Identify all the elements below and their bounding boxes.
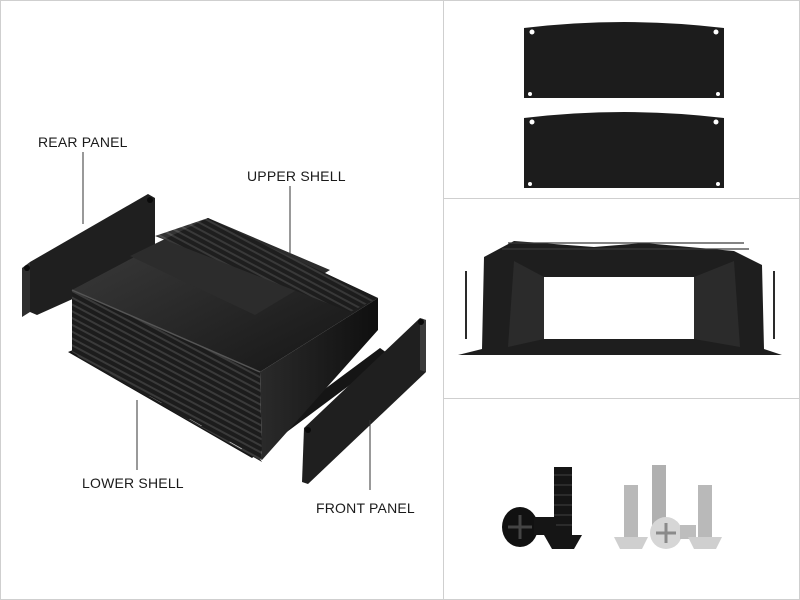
steel-screw-right (688, 485, 722, 549)
steel-screw-tall (652, 465, 666, 529)
end-panels-view (444, 0, 800, 198)
screws-view (444, 399, 800, 600)
profile-view (444, 199, 800, 398)
panel-divider-bottom (443, 398, 800, 399)
steel-screw-left (614, 485, 648, 549)
black-screw-long (544, 467, 582, 549)
rear-panel (22, 194, 155, 317)
exploded-enclosure-illustration (22, 152, 426, 490)
end-panels-illustration (524, 22, 724, 188)
shell-profile-illustration (458, 241, 782, 355)
front-panel (302, 318, 426, 484)
rear-panel-label: REAR PANEL (38, 134, 128, 150)
black-screw-head (502, 507, 556, 547)
lower-shell-label: LOWER SHELL (82, 475, 184, 491)
leader-lines (82, 152, 371, 490)
upper-shell-label: UPPER SHELL (247, 168, 346, 184)
enclosure-profile (458, 241, 782, 355)
end-panel-upper (524, 22, 724, 98)
panel-divider-top (443, 198, 800, 199)
steel-screw-head (650, 517, 696, 549)
front-panel-label: FRONT PANEL (316, 500, 415, 516)
screws-illustration (502, 465, 722, 549)
end-panel-lower (524, 112, 724, 188)
panel-divider-vertical (443, 0, 444, 600)
exploded-view-panel: REAR PANEL UPPER SHELL LOWER SHELL FRONT… (22, 134, 426, 516)
upper-shell (71, 218, 378, 460)
